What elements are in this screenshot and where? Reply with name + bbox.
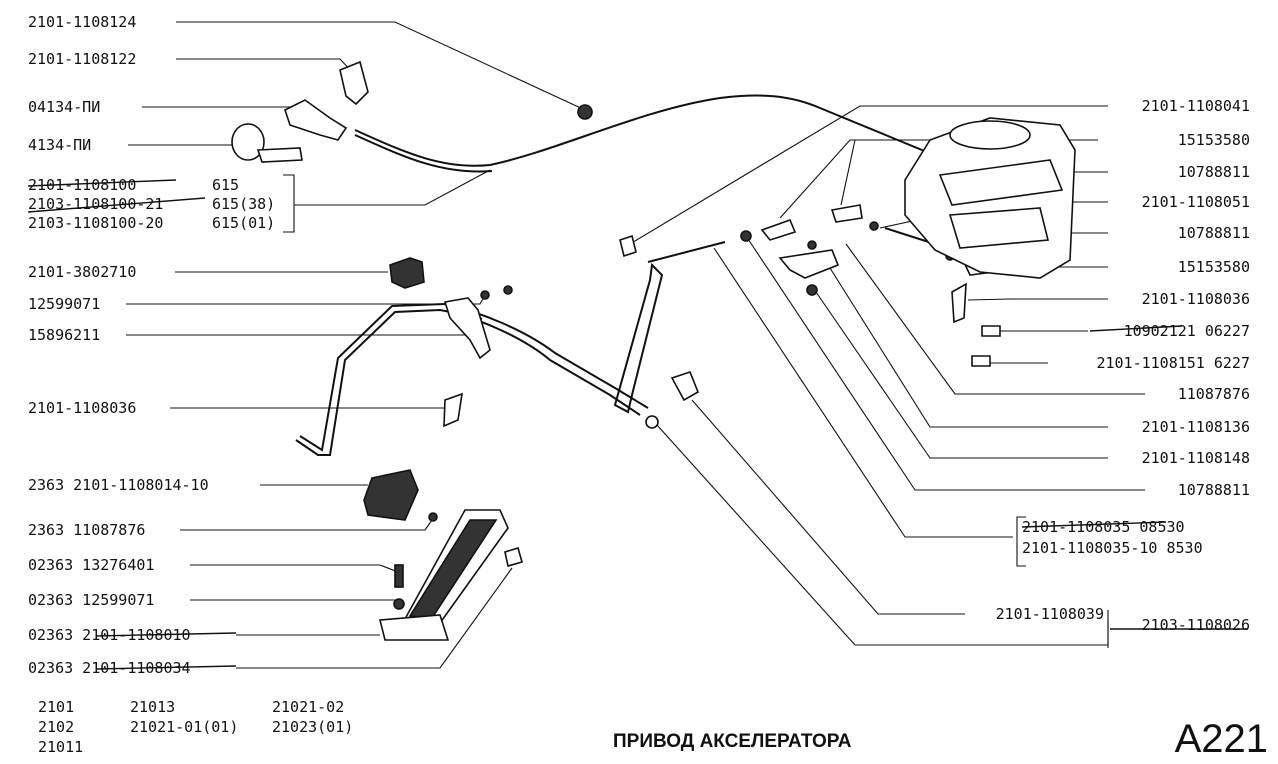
label-left: 02363 13276401	[28, 556, 154, 574]
label-left: 02363 2101-1108034	[28, 659, 191, 677]
lever-bushing-icon	[670, 371, 700, 402]
label-right: 2101-1108136	[1142, 418, 1250, 436]
cable-grommet-icon	[577, 104, 593, 120]
superseded-strikes	[27, 179, 1248, 670]
left-labels: 2101-1108124 2101-1108122 04134-ПИ 4134-…	[28, 13, 275, 677]
label-left: 4134-ПИ	[28, 136, 91, 154]
shaft-bracket-icon	[443, 297, 491, 360]
label-left: 2103-1108100-20	[28, 214, 163, 232]
label-right: 2101-1108039	[996, 605, 1104, 623]
label-left: 04134-ПИ	[28, 98, 100, 116]
right-labels: 2101-1108041 15153580 10788811 2101-1108…	[996, 97, 1250, 634]
label-right: 2101-1108036	[1142, 290, 1250, 308]
label-left: 2363 2101-1108014-10	[28, 476, 209, 494]
diagram-code: A221	[1175, 717, 1268, 761]
label-right: 2101-1108051	[1142, 193, 1250, 211]
carburetor-body	[904, 117, 1076, 279]
label-right: 2101-1108035-10 8530	[1022, 539, 1203, 557]
pedal-stop-buffer	[389, 257, 513, 300]
choke-knob-assembly	[231, 60, 369, 163]
label-left: 12599071	[28, 295, 100, 313]
model-code: 21023(01)	[272, 718, 353, 736]
label-left: 02363 2101-1108010	[28, 626, 191, 644]
model-code: 21021-01(01)	[130, 718, 238, 736]
label-left: 2103-1108100-21	[28, 195, 163, 213]
group-brackets	[283, 174, 1109, 648]
label-left: 2101-1108122	[28, 50, 136, 68]
label-right: 10788811	[1178, 481, 1250, 499]
label-right: 2101-1108041	[1142, 97, 1250, 115]
choke-knob-icon	[231, 123, 265, 161]
label-left: 2101-3802710	[28, 263, 136, 281]
label-left: 2101-1108036	[28, 399, 136, 417]
variant-suffix: 615(01)	[212, 214, 275, 232]
diagram-title: ПРИВОД АКСЕЛЕРАТОРА	[613, 731, 852, 752]
model-code: 21011	[38, 738, 83, 756]
label-right: 2101-1108035 08530	[1022, 518, 1185, 536]
label-right: 2103-1108026	[1142, 616, 1250, 634]
label-left: 15896211	[28, 326, 100, 344]
leader-lines-right	[629, 105, 1145, 646]
model-code: 21013	[130, 698, 175, 716]
choke-handle-icon	[284, 99, 348, 141]
variant-suffix: 615(38)	[212, 195, 275, 213]
label-right: 11087876	[1178, 385, 1250, 403]
label-left: 02363 12599071	[28, 591, 154, 609]
accelerator-shaft	[295, 297, 649, 456]
accelerator-pedal	[378, 509, 523, 641]
label-right: 10788811	[1178, 163, 1250, 181]
spring-icon	[443, 392, 463, 428]
label-left: 2101-1108124	[28, 13, 136, 31]
label-right: 10902121 06227	[1124, 322, 1250, 340]
footer: 2101 2102 21011 21013 21021-01(01) 21021…	[38, 698, 1268, 761]
pedal-pad	[363, 469, 438, 522]
model-code: 21021-02	[272, 698, 344, 716]
carburetor-lever	[613, 234, 726, 429]
accelerator-cable	[354, 94, 991, 179]
label-right: 15153580	[1178, 131, 1250, 149]
model-code: 2101	[38, 698, 74, 716]
variant-suffix: 615	[212, 176, 239, 194]
label-right: 2101-1108151 6227	[1096, 354, 1250, 372]
label-left: 2101-1108100	[28, 176, 136, 194]
label-left: 2363 11087876	[28, 521, 145, 539]
model-code: 2102	[38, 718, 74, 736]
cable-clip-icon	[339, 60, 369, 106]
label-right: 2101-1108148	[1142, 449, 1250, 467]
label-right: 10788811	[1178, 224, 1250, 242]
label-right: 15153580	[1178, 258, 1250, 276]
leader-lines-left	[126, 21, 586, 669]
